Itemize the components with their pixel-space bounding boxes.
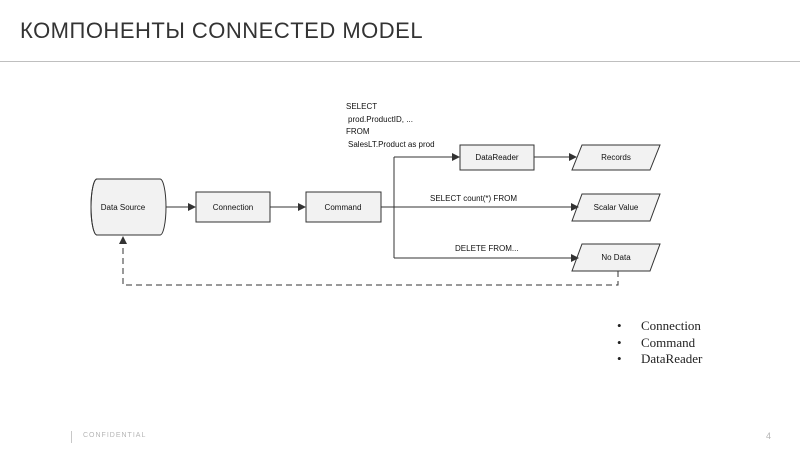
command-label: Command	[325, 203, 362, 212]
bullet-item: •Command	[617, 334, 696, 350]
data-source-label: Data Source	[101, 203, 146, 212]
no-data-label: No Data	[601, 253, 631, 262]
bullet-text: Connection	[641, 318, 701, 333]
connection-node: Connection	[195, 191, 271, 223]
sql-delete-label: DELETE FROM...	[455, 244, 519, 253]
datareader-label: DataReader	[475, 153, 518, 162]
sql-count-label: SELECT count(*) FROM	[430, 194, 517, 203]
records-label: Records	[601, 153, 631, 162]
connector-lines	[119, 153, 619, 286]
bullet-text: Command	[641, 334, 696, 350]
data-source-node: Data Source	[90, 178, 167, 236]
bullet-item: •DataReader	[617, 351, 703, 366]
dashed-return-to-datasource	[119, 236, 619, 286]
slide-title: КОМПОНЕНТЫ CONNECTED MODEL	[20, 18, 424, 43]
page-number: 4	[766, 431, 772, 441]
datareader-node: DataReader	[459, 144, 535, 171]
sql-select-line-3: FROM	[346, 127, 370, 136]
command-node: Command	[305, 191, 382, 223]
title-divider	[0, 61, 800, 62]
sql-select-line-4: SalesLT.Product as prod	[348, 140, 435, 149]
bullet-text: DataReader	[641, 351, 703, 366]
bullet-item: •Connection	[617, 318, 701, 333]
footer-divider	[71, 431, 72, 443]
sql-select-text: SELECT prod.ProductID, ... FROM SalesLT.…	[346, 102, 435, 149]
scalar-value-label: Scalar Value	[594, 203, 639, 212]
sql-select-line-1: SELECT	[346, 102, 377, 111]
footer-label: CONFIDENTIAL	[83, 432, 147, 439]
no-data-node: No Data	[571, 243, 661, 272]
component-bullet-list: •Connection •Command •DataReader	[617, 318, 702, 368]
scalar-value-node: Scalar Value	[571, 193, 661, 222]
records-node: Records	[571, 144, 661, 171]
sql-select-line-2: prod.ProductID, ...	[348, 115, 413, 124]
connection-label: Connection	[213, 203, 253, 212]
